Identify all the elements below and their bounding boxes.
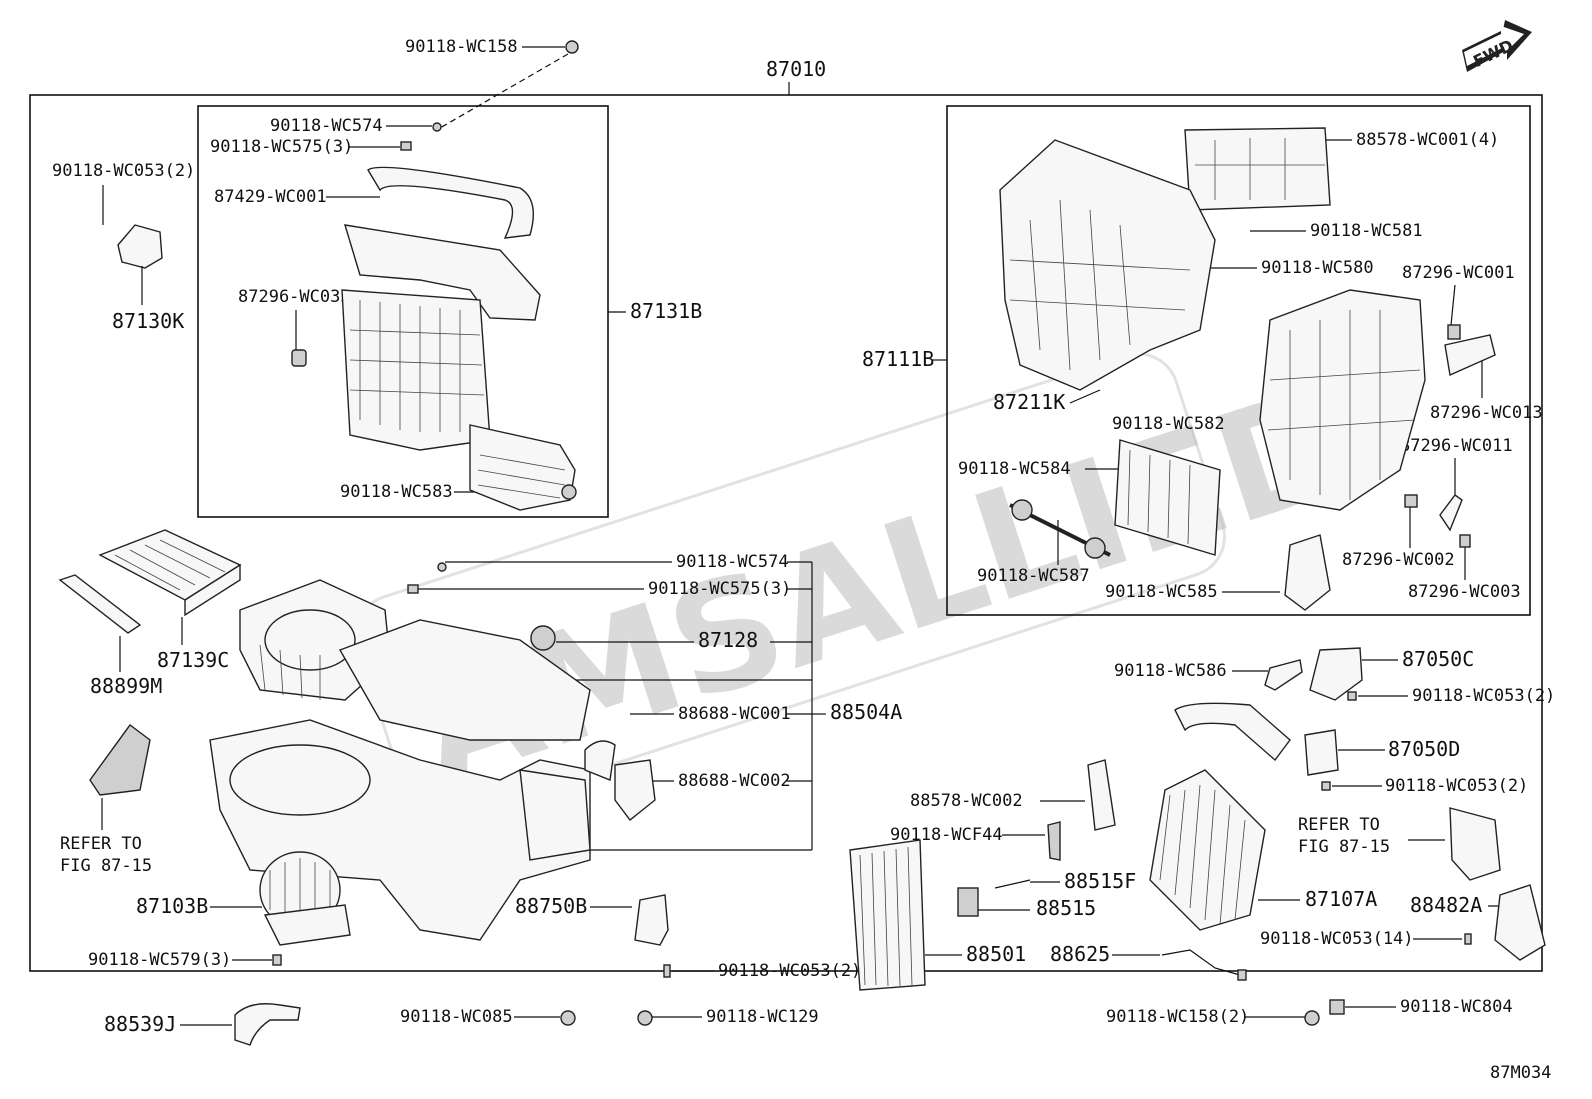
label-wc575-b[interactable]: 90118-WC575(3) (648, 579, 791, 599)
label-wc574-a[interactable]: 90118-WC574 (270, 116, 383, 136)
nut-icon (560, 1010, 576, 1026)
blower-resistor (634, 894, 669, 946)
screw-icon (1464, 933, 1472, 945)
drawing-code: 87M034 (1490, 1063, 1551, 1083)
clip-icon (432, 122, 442, 132)
label-wc158-top[interactable]: 90118-WC158 (405, 37, 518, 57)
label-wc158-2[interactable]: 90118-WC158(2) (1106, 1007, 1249, 1027)
heater-core (1149, 702, 1291, 931)
label-87107a[interactable]: 87107A (1305, 887, 1377, 911)
label-88688-002[interactable]: 88688-WC002 (678, 771, 791, 791)
filter-cover (58, 574, 142, 634)
screw-icon (407, 584, 419, 594)
blower-housing-assembly (209, 579, 656, 941)
assembly-frame (29, 94, 1543, 972)
label-wc586[interactable]: 90118-WC586 (1114, 661, 1227, 681)
label-wc053-2-a[interactable]: 90118-WC053(2) (52, 161, 195, 181)
heater-case-assembly (999, 127, 1496, 611)
label-88539j[interactable]: 88539J (104, 1012, 176, 1036)
label-wc053-14[interactable]: 90118-WC053(14) (1260, 929, 1414, 949)
label-87296-wc002[interactable]: 87296-WC002 (1342, 550, 1455, 570)
label-wc584[interactable]: 90118-WC584 (958, 459, 1071, 479)
thermistor-icon (1237, 969, 1247, 981)
label-87211k[interactable]: 87211K (993, 390, 1065, 414)
duct-piece-left (89, 724, 151, 796)
label-wc580[interactable]: 90118-WC580 (1261, 258, 1374, 278)
label-87139c[interactable]: 87139C (157, 648, 229, 672)
label-87128[interactable]: 87128 (698, 628, 758, 652)
label-wc574-b[interactable]: 90118-WC574 (676, 552, 789, 572)
label-87296-wc011[interactable]: 87296-WC011 (1400, 436, 1513, 456)
label-88899m[interactable]: 88899M (90, 674, 162, 698)
nut-icon (1304, 1010, 1320, 1026)
watermark: AMSALLIED (354, 352, 1367, 820)
label-88515f[interactable]: 88515F (1064, 869, 1136, 893)
label-88578-wc002[interactable]: 88578-WC002 (910, 791, 1023, 811)
label-refer-2[interactable]: REFER TO (1298, 815, 1380, 835)
screw-icon (1347, 691, 1357, 701)
label-wc129[interactable]: 90118-WC129 (706, 1007, 819, 1027)
thermistor-wire (1161, 949, 1241, 976)
main-assembly-label[interactable]: 87010 (766, 57, 826, 81)
label-88515[interactable]: 88515 (1036, 896, 1096, 920)
label-wc804[interactable]: 90118-WC804 (1400, 997, 1513, 1017)
label-refer-1[interactable]: REFER TO (60, 834, 142, 854)
label-87050d[interactable]: 87050D (1388, 737, 1460, 761)
label-wc053-2-b[interactable]: 90118-WC053(2) (718, 961, 861, 981)
bolt-icon (637, 1010, 653, 1026)
duct-piece-right (1449, 807, 1501, 881)
bolt-icon (1329, 999, 1345, 1015)
label-87050c[interactable]: 87050C (1402, 647, 1474, 671)
fwd-arrow-icon: FWD (1462, 20, 1532, 72)
intake-duct-assembly (291, 166, 577, 511)
label-wc579[interactable]: 90118-WC579(3) (88, 950, 231, 970)
label-87429[interactable]: 87429-WC001 (214, 187, 327, 207)
screw-icon (1321, 781, 1331, 791)
servo-motor-icon (117, 224, 163, 269)
label-87111b[interactable]: 87111B (862, 347, 934, 371)
screw-icon (400, 141, 412, 151)
label-wc053-2-d[interactable]: 90118-WC053(2) (1385, 776, 1528, 796)
label-refer-2b[interactable]: FIG 87-15 (1298, 837, 1390, 857)
label-88501[interactable]: 88501 (966, 942, 1026, 966)
evaporator (849, 839, 926, 991)
label-87130k[interactable]: 87130K (112, 309, 184, 333)
label-88578-wc001[interactable]: 88578-WC001(4) (1356, 130, 1499, 150)
label-87296-wc003[interactable]: 87296-WC003 (1408, 582, 1521, 602)
label-wc582[interactable]: 90118-WC582 (1112, 414, 1225, 434)
seal-88578-wc002 (1087, 759, 1116, 831)
label-wc581[interactable]: 90118-WC581 (1310, 221, 1423, 241)
servo-87050c (1309, 647, 1363, 701)
link-lever (1264, 659, 1303, 691)
label-88482a[interactable]: 88482A (1410, 893, 1482, 917)
screw-icon (272, 954, 282, 966)
label-wc585[interactable]: 90118-WC585 (1105, 582, 1218, 602)
blower-motor (259, 851, 351, 946)
cabin-filter (98, 529, 242, 617)
label-87296-wc013[interactable]: 87296-WC013 (1430, 403, 1543, 423)
label-refer-1b[interactable]: FIG 87-15 (60, 856, 152, 876)
seal-wcf44 (1047, 821, 1061, 861)
label-88688-001[interactable]: 88688-WC001 (678, 704, 791, 724)
label-wc085[interactable]: 90118-WC085 (400, 1007, 513, 1027)
servo-87050d (1304, 729, 1339, 776)
label-87296-wc001[interactable]: 87296-WC001 (1402, 263, 1515, 283)
label-wc587[interactable]: 90118-WC587 (977, 566, 1090, 586)
label-wc053-2-c[interactable]: 90118-WC053(2) (1412, 686, 1555, 706)
label-88625[interactable]: 88625 (1050, 942, 1110, 966)
duct-88482a (1494, 884, 1546, 961)
nut-icon (565, 40, 579, 54)
expansion-valve (957, 887, 979, 917)
label-88750b[interactable]: 88750B (515, 894, 587, 918)
hose-88539j (234, 1003, 301, 1046)
clip-icon (437, 562, 447, 572)
label-88504a[interactable]: 88504A (830, 700, 902, 724)
label-87296-033[interactable]: 87296-WC033 (238, 287, 351, 307)
label-wc583[interactable]: 90118-WC583 (340, 482, 453, 502)
label-87131b[interactable]: 87131B (630, 299, 702, 323)
label-87103b[interactable]: 87103B (136, 894, 208, 918)
label-wc575-a[interactable]: 90118-WC575(3) (210, 137, 353, 157)
screw-icon (663, 964, 671, 978)
